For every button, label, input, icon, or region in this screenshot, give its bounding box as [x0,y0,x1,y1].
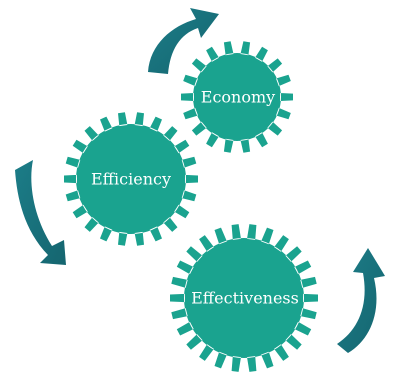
arrow-right [337,248,385,353]
gear-economy-label: Economy [201,88,275,107]
gear-economy: Economy [181,41,293,153]
gear-efficiency-shape [64,112,198,246]
gear-efficiency-label: Efficiency [91,170,171,189]
arrow-left [15,160,66,265]
gear-effectiveness-label: Effectiveness [191,289,299,308]
gear-effectiveness: Effectiveness [170,224,318,372]
gear-economy-shape [181,41,293,153]
gear-effectiveness-shape [170,224,318,372]
arrow-top [148,8,219,74]
gear-efficiency: Efficiency [64,112,198,246]
